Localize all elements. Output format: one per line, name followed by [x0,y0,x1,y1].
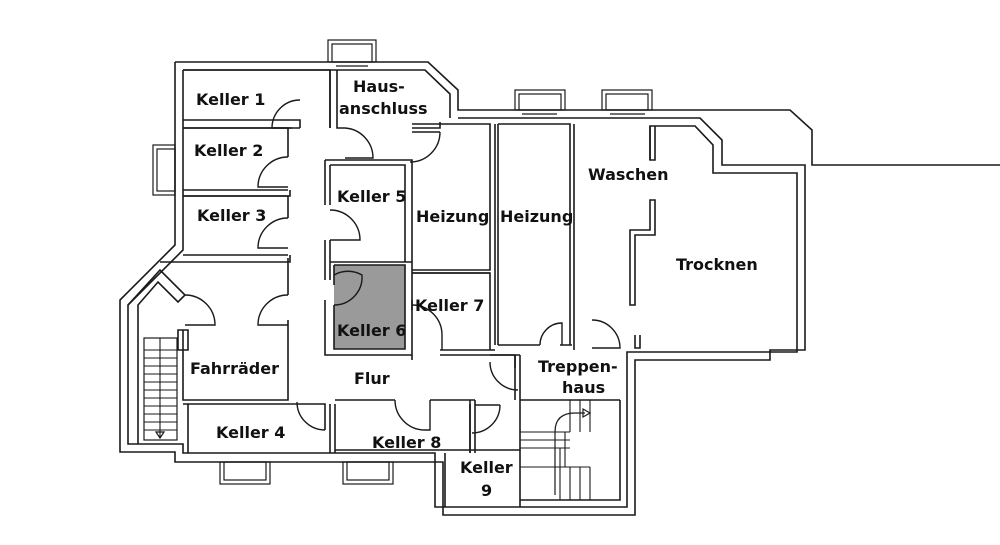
label-keller-2: Keller 2 [194,141,263,160]
label-treppenhaus-line2: haus [562,378,605,397]
door-keller-7 [411,304,443,350]
label-keller-3: Keller 3 [197,206,266,225]
label-fahrraeder: Fahrräder [190,359,279,378]
door-fahrraeder-stair [184,294,216,326]
label-keller-8: Keller 8 [372,433,441,452]
label-heizung-2: Heizung [500,207,573,226]
label-flur: Flur [354,369,390,388]
door-keller-6 [333,270,363,306]
wall-keller-4 [187,404,331,453]
window-top-waschen [601,89,653,115]
wall-keller-2 [183,127,291,197]
label-keller-9-line2: 9 [481,481,492,500]
label-heizung-1: Heizung [416,207,489,226]
wall-keller-9 [444,400,520,507]
wall-keller-6 [324,261,413,356]
door-keller-2 [257,156,289,188]
door-keller-4 [296,401,326,431]
wall-heizung-2 [497,123,575,350]
label-keller-6: Keller 6 [337,321,406,340]
stairs-treppenhaus [520,400,592,500]
door-hausanschluss-heizung [409,131,441,163]
wall-fahrraeder [177,329,326,430]
window-left-keller-2 [152,144,176,196]
window-top-hausanschluss [327,39,377,67]
wall-stair-chute [127,268,187,444]
label-hausanschluss-line2: anschluss [339,99,428,118]
wall-waschen-trocknen [629,126,656,349]
stair-arrow-icon-2 [582,407,592,419]
keller-6-highlight [334,265,405,349]
door-keller-3 [257,217,289,249]
label-keller-7: Keller 7 [415,296,484,315]
stair-arrow-icon [154,431,166,440]
label-trocknen: Trocknen [676,255,758,274]
wall-corridor-right [411,354,516,368]
wall-keller-3 [160,195,291,263]
door-waschen [591,319,621,349]
outer-wall-outer-main [119,62,806,516]
door-keller-1 [271,99,301,129]
stairs-left [143,337,178,441]
window-bottom-keller-8 [342,461,394,485]
window-bottom-keller-4 [219,461,271,485]
door-heizung-2 [539,322,563,346]
wall-corridor-left [280,258,289,401]
label-keller-4: Keller 4 [216,423,285,442]
outer-wall-outer [175,61,1000,166]
label-hausanschluss-line1: Haus- [353,77,405,96]
door-keller-9 [471,404,501,434]
label-keller-1: Keller 1 [196,90,265,109]
door-hausanschluss [344,127,374,159]
wall-keller-5 [324,159,413,280]
wall-treppenhaus [514,355,621,507]
door-keller-5 [329,209,361,241]
label-keller-9-line1: Keller [460,458,513,477]
door-keller-8 [394,399,431,431]
label-waschen: Waschen [588,165,669,184]
label-keller-5: Keller 5 [337,187,406,206]
window-top-heizung [514,89,566,115]
door-fahrraeder [257,294,289,326]
label-treppenhaus-line1: Treppen- [538,357,618,376]
door-treppenhaus-flur [489,361,519,391]
wall-hausanschluss [329,70,441,133]
